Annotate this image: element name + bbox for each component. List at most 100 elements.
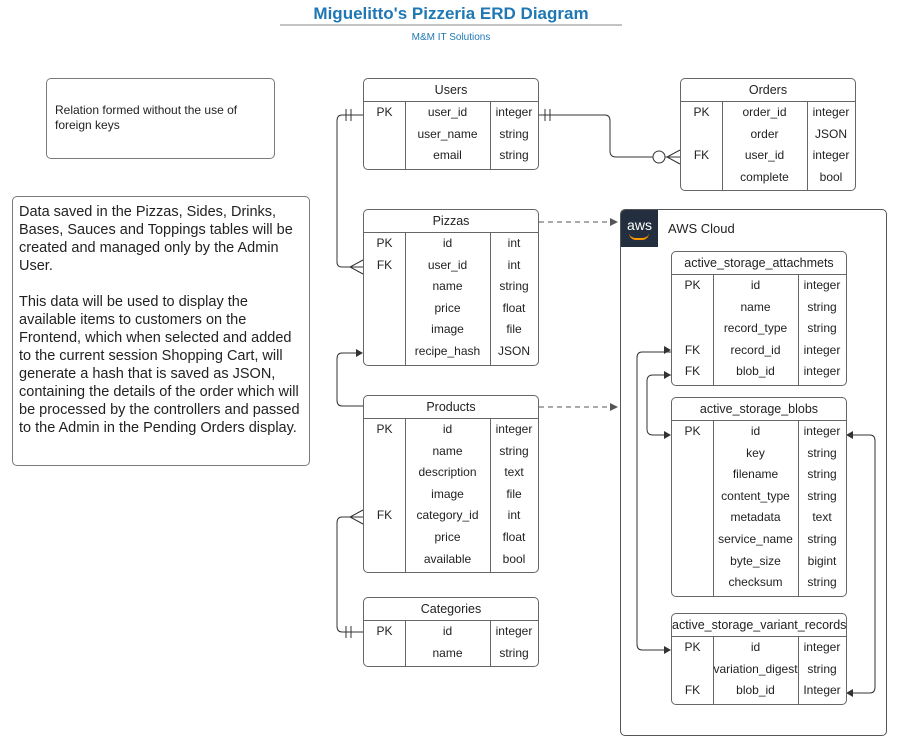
field-name: id [750,640,761,654]
field-type: int [507,508,521,523]
field-name: name [432,279,463,294]
field-type: integer [812,105,850,119]
field-key: PK [376,624,393,638]
key-column-divider [405,621,406,666]
field-type: string [499,148,529,163]
key-column-divider [405,233,406,365]
field-name: user_id [427,257,468,272]
field-type: Integer [803,683,841,698]
field-row: email string [364,145,538,167]
type-column-divider [490,233,491,365]
entity-title: Categories [364,598,538,621]
field-row: key string [672,443,846,465]
field-name: content_type [721,488,790,503]
field-row: name string [364,643,538,665]
field-name: byte_size [730,553,781,568]
field-name: order_id [742,105,787,119]
field-name: key [746,445,765,460]
key-column-divider [713,637,714,704]
entity-title: active_storage_variant_records [672,614,846,637]
type-column-divider [807,102,808,190]
aws-logo-icon: aws [621,210,658,247]
info-note: Data saved in the Pizzas, Sides, Drinks,… [12,196,310,466]
field-name: price [434,300,461,315]
field-key: FK [376,508,393,523]
key-column-divider [713,275,714,385]
field-type: integer [803,640,841,654]
key-column-divider [405,102,406,169]
field-name: variation_digest [713,661,798,676]
aws-cloud-group: aws AWS Cloud [620,209,887,736]
field-type: bigint [807,553,837,568]
field-type: string [499,443,529,458]
field-name: description [418,465,477,480]
field-row: byte_size bigint [672,551,846,573]
aws-cloud-label: AWS Cloud [668,221,735,236]
field-type: JSON [814,126,847,141]
field-type: string [807,532,837,546]
field-name: id [442,236,453,250]
field-row: FK blob_id Integer [672,680,846,702]
field-type: string [499,645,529,660]
field-key: FK [684,683,701,698]
field-name: name [432,645,463,660]
field-name: user_id [744,148,785,163]
field-type: float [502,530,526,544]
field-name: blob_id [736,683,775,698]
field-name: filename [732,467,779,482]
field-name: user_id [427,105,468,119]
field-type: string [807,575,837,590]
field-key: FK [376,257,393,272]
field-type: bool [502,551,526,566]
type-column-divider [798,275,799,385]
field-name: category_id [416,508,479,523]
field-name: service_name [718,532,793,546]
field-name: available [423,551,472,566]
field-key: FK [684,364,701,379]
field-name: record_id [730,342,781,357]
field-type: string [807,321,837,336]
field-type: string [807,488,837,503]
field-name: email [433,148,462,163]
field-key: PK [376,422,393,436]
field-type: bool [819,169,843,184]
entity-title: Users [364,79,538,102]
field-key: PK [376,105,393,119]
field-type: JSON [497,344,530,358]
field-type: string [807,445,837,460]
field-type: string [807,299,837,314]
entity-title: active_storage_attachmets [672,252,846,275]
field-type: int [507,236,521,250]
type-column-divider [490,419,491,572]
entity-title: Products [364,396,538,419]
field-row: available bool [364,549,538,571]
field-type: integer [495,624,533,638]
field-type: integer [812,148,850,163]
key-column-divider [713,421,714,596]
